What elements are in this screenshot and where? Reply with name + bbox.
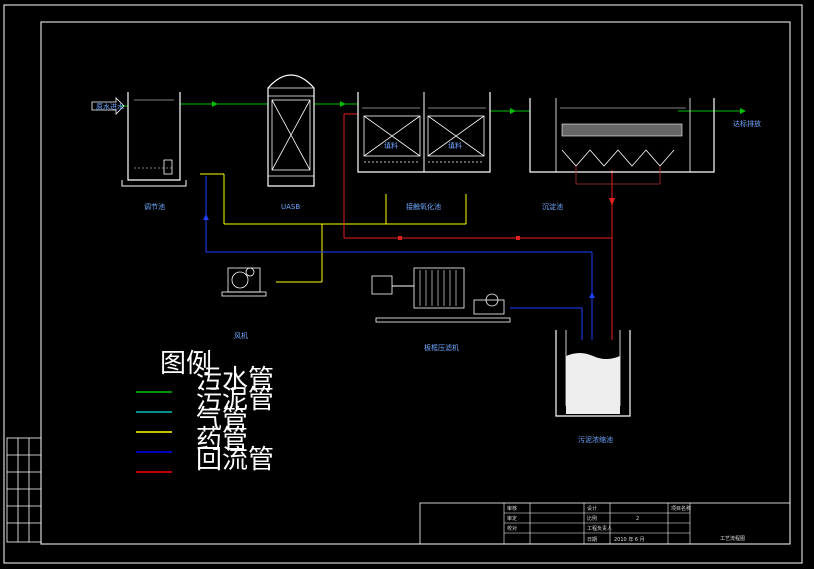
sedimentation-label: 沉淀池 (542, 202, 563, 211)
tb-cell-7: 日期 (587, 537, 597, 543)
sludge-thickener-label: 污泥浓缩池 (578, 435, 613, 444)
legend-row-0: 污水管 (196, 365, 274, 395)
sewage-pipe-arrows (212, 101, 746, 114)
chemical-pipe-arrows (203, 214, 595, 298)
sedimentation-tank (529, 98, 715, 185)
filter-press (371, 267, 511, 323)
tb-scale-value: 2 (636, 516, 639, 522)
tb-cell-1: 设计 (587, 505, 597, 512)
tb-cell-3: 校对 (507, 525, 517, 532)
blower-label: 风机 (234, 331, 248, 340)
tb-date-value: 2010 年 6 月 (614, 536, 645, 543)
inner-frame (40, 21, 791, 545)
sludge-thickener (555, 330, 631, 417)
outer-frame (3, 4, 803, 564)
filter-press-label: 板框压滤机 (424, 343, 459, 352)
legend-row-2: 气管 (196, 405, 248, 435)
legend-row-4: 回流管 (196, 445, 274, 475)
uasb-label: UASB (281, 203, 300, 211)
outlet-label: 达标排放 (733, 119, 761, 128)
media-left-label: 填料 (384, 141, 398, 150)
title-block: 审核 设计 审定 校对 工程负责人 比例 项目名称 日期 2 2010 年 6 … (419, 502, 791, 545)
blower-unit (221, 267, 267, 297)
inlet-arrow (91, 97, 125, 115)
inlet-label: 原水进水 (96, 102, 124, 111)
tb-cell-0: 审核 (507, 505, 517, 512)
legend-row-3: 药管 (196, 425, 248, 455)
media-right-label: 填料 (448, 141, 462, 150)
tb-cell-4: 工程负责人 (587, 525, 612, 532)
legend-lines (136, 391, 172, 473)
contact-oxidation-tank (357, 92, 491, 173)
tb-cell-6: 项目名称 (671, 505, 691, 512)
sewage-pipe (120, 103, 745, 176)
regulating-tank-label: 调节池 (144, 202, 165, 211)
regulating-tank (121, 92, 187, 187)
tb-cell-2: 审定 (507, 515, 517, 522)
contact-oxidation-label: 接触氧化池 (406, 202, 441, 211)
uasb-reactor (267, 74, 315, 187)
tb-cell-5: 比例 (587, 515, 597, 522)
legend: 图例 污水管 污泥管 气管 药管 回流管 (136, 349, 274, 475)
tb-drawing-title: 工艺流程图 (720, 535, 745, 542)
return-pipe-markers (398, 198, 615, 240)
legend-title: 图例 (160, 349, 212, 379)
margin-grid (6, 437, 42, 543)
air-pipe (200, 173, 467, 283)
legend-row-1: 污泥管 (196, 385, 274, 415)
chemical-pipe (205, 176, 593, 340)
